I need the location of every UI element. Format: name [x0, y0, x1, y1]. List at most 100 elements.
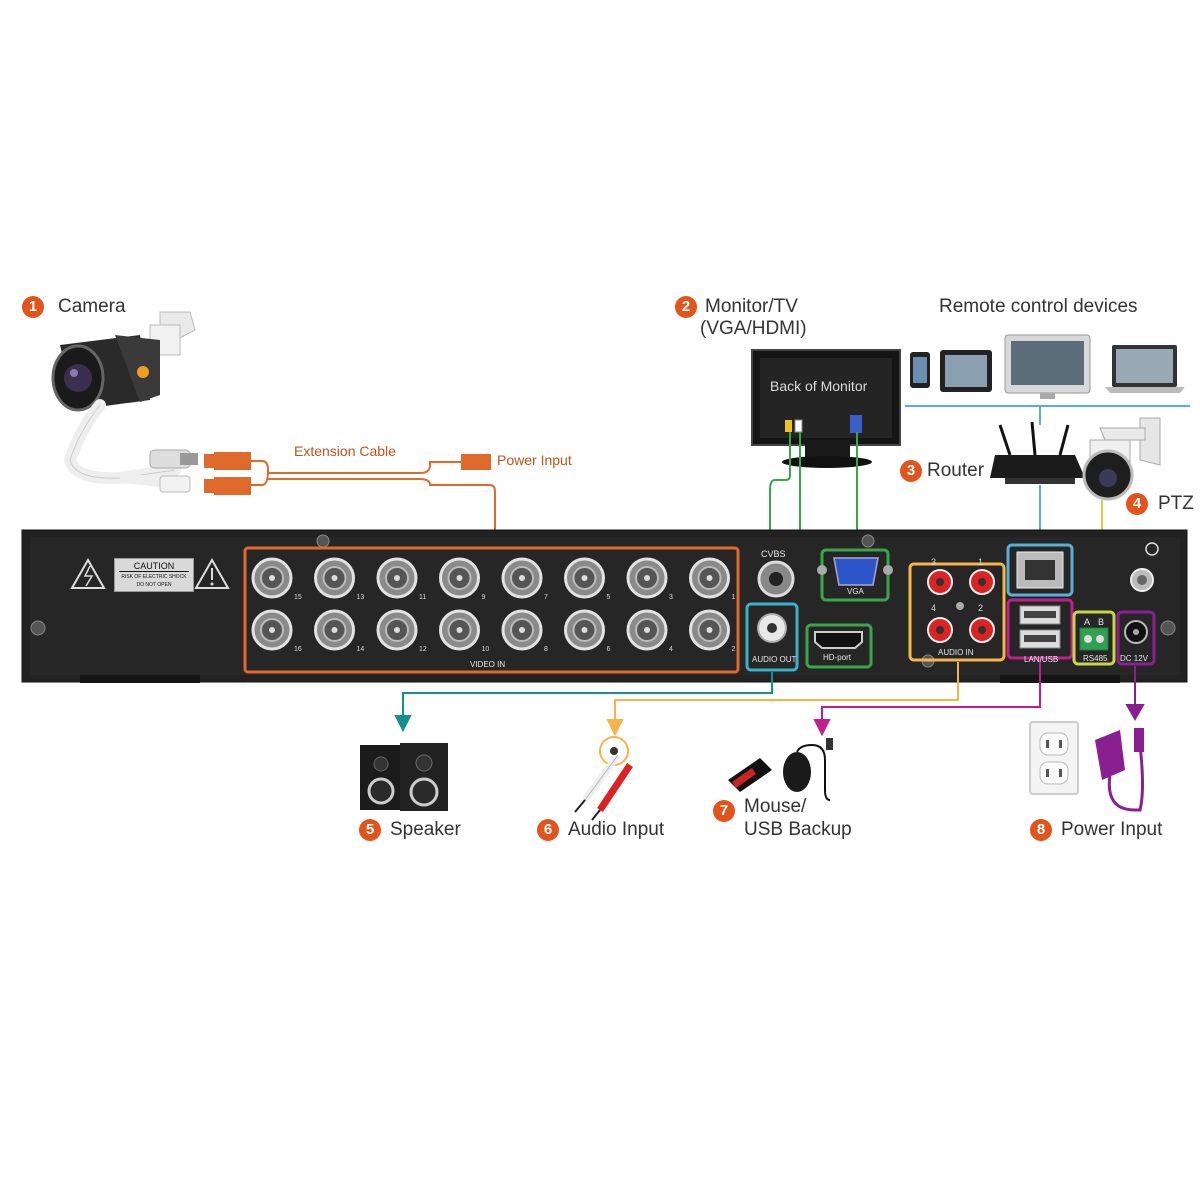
badge-audio-input: 6	[537, 819, 559, 841]
hdmi-connector	[814, 631, 863, 649]
camera-image	[51, 311, 198, 493]
label-monitor-line2: (VGA/HDMI)	[700, 318, 807, 339]
label-speaker: Speaker	[390, 819, 461, 840]
extension-cable	[204, 452, 496, 550]
port-rs485-b: B	[1098, 617, 1105, 627]
monitor-image	[751, 349, 901, 468]
remote-devices-image	[910, 334, 1185, 399]
audio-in-num-1: 1	[978, 557, 984, 567]
audio-out-outline	[745, 602, 799, 672]
audio-in-connectors	[927, 569, 995, 643]
badge-camera: 1	[22, 296, 44, 318]
audio-rca-cable-image	[574, 736, 633, 821]
bnc-number-6: 6	[606, 646, 611, 653]
port-rs485-a: A	[1084, 617, 1091, 627]
bnc-connector-pin-8	[519, 627, 525, 633]
hdmi-outline	[805, 623, 873, 669]
bnc-number-14: 14	[356, 646, 365, 653]
audio-in-num-4: 4	[931, 603, 937, 613]
label-ptz: PTZ	[1158, 493, 1194, 514]
monitor-back-text: Back of Monitor	[770, 378, 868, 394]
bnc-connector-pin-11	[394, 575, 400, 581]
caution-line2: DO NOT OPEN	[136, 582, 172, 588]
bnc-connector-pin-4	[644, 627, 650, 633]
bnc-connector-pin-2	[706, 627, 713, 633]
usb-drive-mouse-image	[728, 738, 833, 801]
power-adapter-image	[1095, 728, 1144, 812]
label-remote-devices: Remote control devices	[939, 296, 1138, 317]
bnc-connector-pin-13	[331, 575, 338, 581]
port-hd: HD-port	[823, 653, 852, 662]
bnc-connector-pin-6	[581, 627, 588, 633]
bnc-connector-pin-16	[269, 627, 275, 633]
audio-in-outline	[908, 562, 1006, 662]
bnc-connector-pin-14	[331, 627, 338, 633]
audio-in-cable	[606, 662, 959, 737]
bnc-connector-pin-10	[456, 627, 463, 633]
bnc-number-4: 4	[669, 646, 673, 653]
badge-mouse-usb: 7	[713, 800, 735, 822]
dc-outline	[1116, 610, 1156, 666]
bnc-number-15: 15	[294, 594, 302, 601]
bnc-connector-pin-9	[456, 575, 463, 581]
bnc-connector-pin-3	[644, 575, 650, 581]
port-vga: VGA	[847, 587, 864, 596]
speaker-image	[360, 743, 448, 811]
badge-ptz: 4	[1126, 493, 1148, 515]
bnc-connector-pin-15	[269, 575, 275, 581]
label-cable-power-input: Power Input	[497, 452, 572, 468]
bnc-number-10: 10	[481, 646, 490, 653]
bnc-connector-pin-1	[706, 575, 713, 581]
video-in-outline	[243, 546, 740, 674]
bnc-number-12: 12	[419, 646, 427, 653]
bnc-number-1: 1	[731, 594, 736, 601]
bnc-connector-pin-12	[394, 627, 400, 633]
label-extension-cable: Extension Cable	[294, 443, 396, 459]
vga-connector	[833, 557, 879, 586]
port-audio-out: AUDIO OUT	[752, 655, 797, 664]
usb-cable	[813, 660, 1041, 737]
bnc-number-7: 7	[544, 594, 548, 601]
ptz-camera-image	[1082, 417, 1161, 501]
badge-speaker: 5	[359, 819, 381, 841]
label-camera: Camera	[58, 296, 126, 317]
audio-out-cable	[394, 672, 773, 733]
bnc-number-11: 11	[419, 594, 427, 601]
audio-in-num-3: 3	[931, 557, 937, 567]
label-mouse-line1: Mouse/	[744, 796, 807, 817]
rs485-outline	[1072, 610, 1116, 666]
bnc-number-8: 8	[544, 646, 548, 653]
caution-title: CAUTION	[119, 561, 189, 572]
bnc-number-9: 9	[481, 594, 486, 601]
rs485-connector	[1079, 627, 1109, 651]
dvr-unit	[21, 529, 1188, 683]
bnc-number-16: 16	[294, 646, 302, 653]
badge-power-input: 8	[1030, 819, 1052, 841]
bnc-connector-pin-7	[519, 575, 525, 581]
badge-router: 3	[900, 460, 922, 482]
wall-outlet-image	[1029, 721, 1079, 795]
bnc-connector-pin-5	[581, 575, 588, 581]
label-monitor-line1: Monitor/TV	[705, 296, 798, 317]
bnc-number-2: 2	[731, 646, 736, 653]
port-rs485: RS485	[1083, 654, 1108, 663]
label-router: Router	[927, 460, 985, 481]
bnc-number-13: 13	[356, 594, 365, 601]
port-audio-in: AUDIO IN	[938, 648, 974, 657]
port-lan-usb: LAN/USB	[1024, 655, 1059, 664]
badge-monitor: 2	[675, 296, 697, 318]
bnc-number-3: 3	[669, 594, 673, 601]
label-mouse-line2: USB Backup	[744, 819, 852, 840]
router-image	[990, 421, 1085, 484]
label-audio-input: Audio Input	[568, 819, 665, 840]
label-power-input: Power Input	[1061, 819, 1163, 840]
port-video-in: VIDEO IN	[470, 660, 506, 669]
caution-line1: RISK OF ELECTRIC SHOCK	[121, 574, 187, 580]
bnc-video-inputs	[251, 557, 730, 651]
usb-outline	[1006, 598, 1074, 660]
audio-in-num-2: 2	[978, 603, 984, 613]
lan-outline	[1006, 543, 1074, 597]
port-cvbs: CVBS	[761, 549, 786, 559]
power-cable	[1125, 666, 1145, 722]
